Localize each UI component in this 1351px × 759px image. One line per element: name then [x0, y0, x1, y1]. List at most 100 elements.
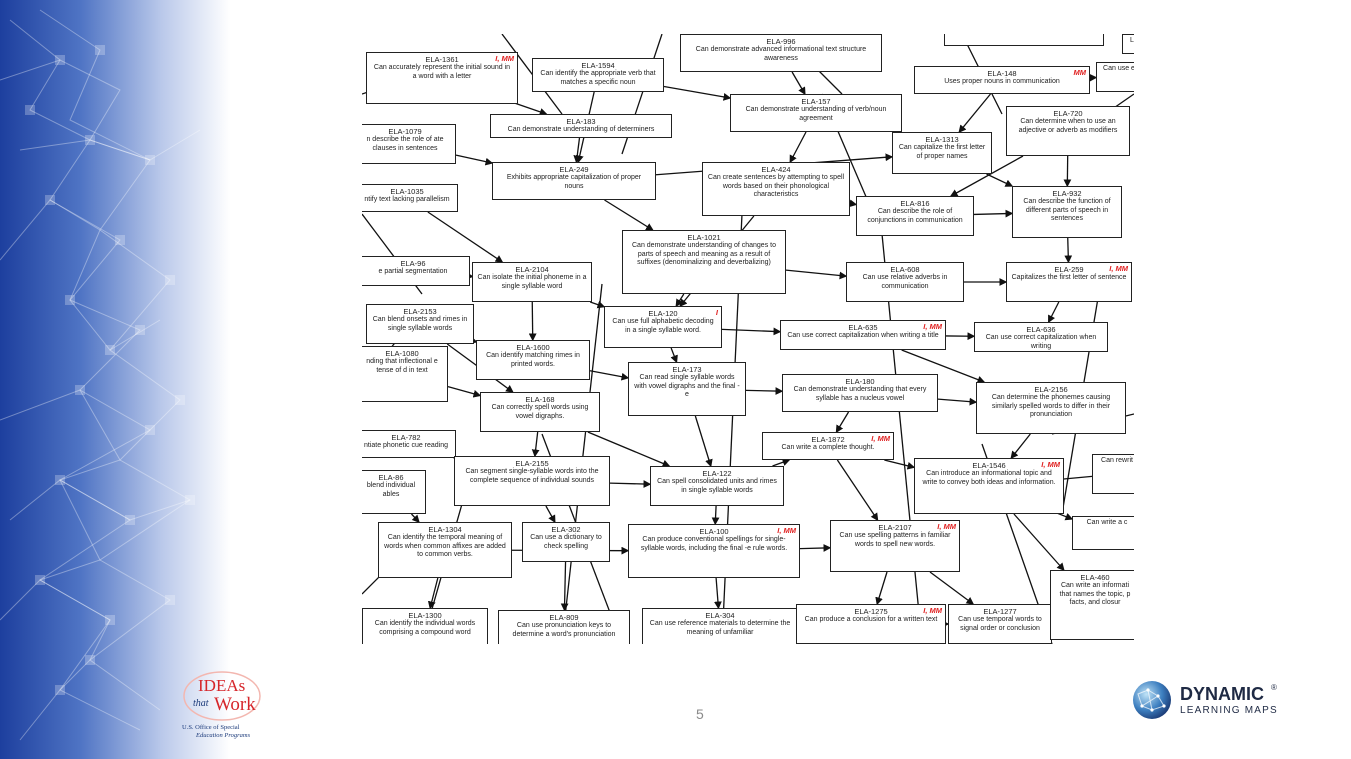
map-node-id: ELA-86 — [378, 473, 404, 482]
map-node-text: Can blend onsets and rimes in single syl… — [372, 316, 468, 332]
map-node-id: ELA-1275 — [854, 607, 888, 616]
map-node-id: ELA-460 — [1080, 573, 1110, 582]
map-edge — [411, 513, 420, 523]
map-edge — [1048, 301, 1060, 324]
map-edge — [1010, 433, 1031, 460]
page-number: 5 — [696, 706, 704, 722]
map-node-text: Can demonstrate understanding of verb/no… — [745, 106, 887, 122]
map-node-id: ELA-1021 — [687, 233, 721, 242]
map-node-flag: I, MM — [923, 322, 942, 331]
map-node-text: ntiate phonetic cue reading — [363, 442, 449, 449]
map-edge — [663, 85, 732, 101]
map-node-id: ELA-173 — [672, 365, 702, 374]
dynamic-learning-maps-logo: DYNAMIC ® LEARNING MAPS — [1133, 681, 1278, 719]
map-node-text: Can determine when to use an adjective o… — [1018, 118, 1118, 134]
map-node-id: ELA-183 — [566, 117, 596, 126]
map-node-id: ELA-1546 — [972, 461, 1006, 470]
map-edge — [1064, 237, 1073, 264]
map-node-text: Can create sentences by attempting to sp… — [707, 174, 845, 199]
map-node-id: ELA-636 — [1026, 325, 1056, 334]
map-node-text: Can identify the individual words compri… — [374, 620, 476, 636]
map-node-text: Can use full alphabetic decoding in a si… — [612, 318, 714, 334]
map-node-text: Can use e — [1103, 65, 1134, 72]
map-edge — [609, 480, 652, 488]
map-node-text: n describe the role of ate clauses in se… — [366, 136, 444, 152]
map-node-id: ELA-932 — [1052, 189, 1082, 198]
map-node-text: Can demonstrate advanced informational t… — [695, 46, 867, 62]
map-node-id: ELA-1300 — [408, 611, 442, 620]
map-edge — [590, 300, 606, 309]
map-node-id: ELA-100 — [699, 527, 729, 536]
map-node-text: Can use a dictionary to check spelling — [530, 534, 602, 550]
map-node-id: ELA-249 — [559, 165, 589, 174]
map-edge — [1013, 513, 1065, 571]
map-node-flag: I, MM — [923, 606, 942, 615]
map-node-id: ELA-2156 — [1034, 385, 1068, 394]
map-edge — [884, 459, 916, 470]
map-edge — [791, 71, 806, 96]
map-node-id: ELA-2153 — [403, 307, 437, 316]
map-node-flag: I, MM — [937, 522, 956, 531]
map-edge — [447, 386, 482, 398]
svg-text:®: ® — [1271, 683, 1277, 692]
map-node-id: ELA-157 — [801, 97, 831, 106]
map-node-text: ntify text lacking parallelism — [364, 196, 450, 203]
svg-text:LEARNING MAPS: LEARNING MAPS — [1180, 705, 1278, 716]
map-node-id: ELA-782 — [391, 433, 421, 442]
map-node-text: Can demonstrate understanding of determi… — [507, 126, 655, 133]
map-edge — [785, 269, 848, 280]
map-node-id: ELA-2107 — [878, 523, 912, 532]
map-node: Can write a c — [1072, 516, 1134, 550]
map-node-flag: I, MM — [495, 54, 514, 63]
map-node-text: Can introduce an informational topic and… — [922, 470, 1056, 486]
map-edge — [799, 544, 832, 552]
map-node-id: ELA-304 — [705, 611, 735, 620]
map-node-id: ELA-1872 — [811, 435, 845, 444]
map-node-text: Can write an informati that names the to… — [1059, 582, 1131, 607]
map-edge — [531, 431, 540, 458]
map-edge — [772, 458, 791, 467]
map-node-text: Can use relative adverbs in communicatio… — [862, 274, 948, 290]
map-edge — [694, 415, 713, 468]
map-node-id: ELA-122 — [702, 469, 732, 478]
map-node-text: Can describe the role of conjunctions in… — [867, 208, 963, 224]
svg-text:IDEAs: IDEAs — [198, 676, 245, 695]
map-node-id: ELA-816 — [900, 199, 930, 208]
map-edge — [901, 349, 986, 384]
map-edge — [511, 101, 548, 116]
map-node: ze sound awareness — [944, 34, 1104, 46]
map-node-id: ELA-1035 — [390, 187, 424, 196]
map-node-text: Can demonstrate understanding of changes… — [632, 242, 776, 267]
map-node-text: Can identify the appropriate verb that m… — [540, 70, 656, 86]
map-node-id: ELA-1080 — [385, 349, 419, 358]
map-node-text: Capitalizes the first letter of sentence — [1011, 274, 1127, 281]
map-node-text: ze sound awareness — [949, 34, 1099, 36]
map-edge — [604, 199, 654, 231]
ideas-that-work-logo: IDEAs that Work U.S. Office of Special E… — [182, 671, 261, 739]
map-node-id: ELA-1600 — [516, 343, 550, 352]
